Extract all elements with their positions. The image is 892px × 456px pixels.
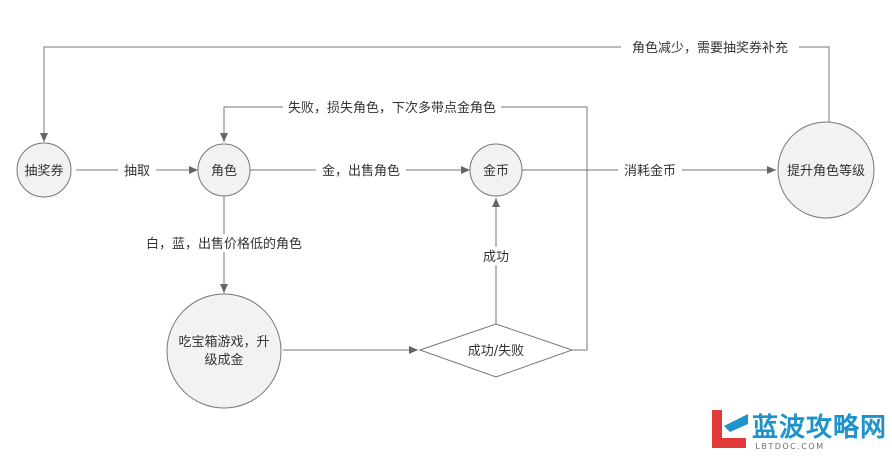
label-sell-low: 白，蓝，出售价格低的角色 — [146, 236, 302, 252]
watermark-domain: LBTDOC.COM — [755, 442, 824, 451]
node-role — [197, 143, 251, 197]
watermark-logo: 蓝波攻略网 LBTDOC.COM — [712, 410, 887, 451]
node-ticket-label: 抽奖券 — [24, 163, 63, 179]
label-sell-gold: 金，出售角色 — [322, 163, 400, 179]
edge-decision-to-role — [220, 106, 588, 351]
edge-upgrade-to-ticket — [40, 46, 830, 142]
label-reduce-role: 角色减少，需要抽奖券补充 — [632, 40, 788, 56]
node-ticket — [16, 142, 72, 198]
node-game — [166, 293, 282, 409]
node-game-label-line1: 吃宝箱游戏，升 — [178, 334, 269, 350]
node-upgrade — [777, 121, 875, 219]
edges — [40, 46, 830, 354]
node-coin-label: 金币 — [483, 163, 509, 179]
node-decision — [418, 323, 574, 378]
node-upgrade-label: 提升角色等级 — [787, 163, 865, 179]
label-draw: 抽取 — [124, 164, 150, 179]
label-fail: 失败，损失角色，下次多带点金角色 — [288, 100, 496, 116]
label-consume-coin: 消耗金币 — [624, 163, 676, 179]
node-game-label-line2: 级成金 — [204, 352, 243, 368]
node-decision-label: 成功/失败 — [468, 344, 524, 359]
label-success: 成功 — [483, 250, 509, 265]
edge-labels: 抽取 金，出售角色 消耗金币 白，蓝，出售价格低的角色 成功 失败，损失角色，下… — [118, 38, 799, 265]
logo-mark-icon — [712, 410, 748, 448]
nodes: 抽奖券 角色 金币 提升角色等级 吃宝箱游戏，升 级成金 成功/失败 — [16, 121, 875, 409]
watermark-brand: 蓝波攻略网 — [752, 412, 887, 443]
node-role-label: 角色 — [211, 163, 237, 179]
node-coin — [469, 143, 523, 197]
